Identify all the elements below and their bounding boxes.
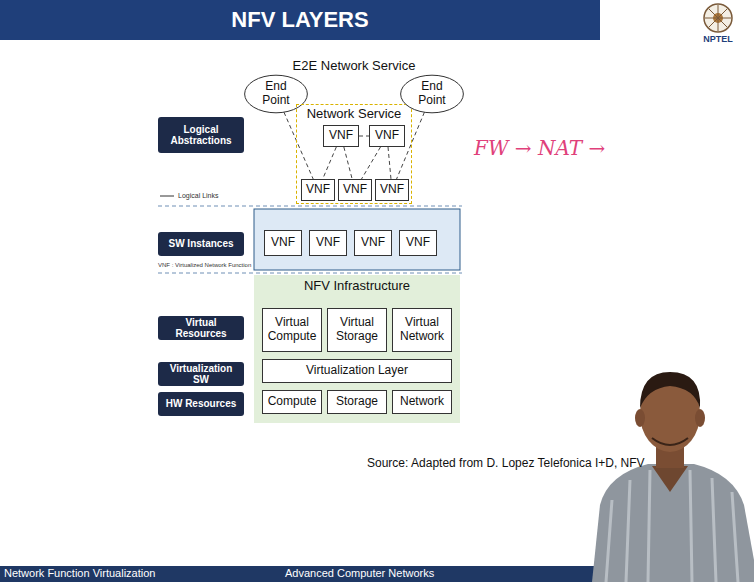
shirt bbox=[592, 464, 754, 582]
sw-band bbox=[254, 209, 460, 270]
layer-separator bbox=[158, 206, 462, 207]
node-text: Virtual Network bbox=[396, 316, 448, 344]
layer-label: HW Resources bbox=[158, 392, 244, 416]
source-caption: Source: Adapted from D. Lopez Telefonica… bbox=[367, 456, 645, 470]
node-text: Storage bbox=[336, 395, 378, 409]
title-bar bbox=[0, 0, 600, 40]
layer-label: SW Instances bbox=[158, 232, 244, 256]
node-text: SW Instances bbox=[168, 238, 233, 250]
node-text: VNF bbox=[375, 129, 399, 143]
vnf-box: VNF bbox=[375, 179, 409, 201]
node-text: NFV Infrastructure bbox=[254, 279, 460, 294]
vnf-box: VNF bbox=[338, 179, 372, 201]
beard bbox=[652, 438, 688, 445]
node-text: VNF bbox=[406, 236, 430, 250]
node-text: Virtualization Layer bbox=[306, 364, 408, 378]
layer-label: Virtual Resources bbox=[158, 316, 244, 340]
node-text: VNF bbox=[361, 236, 385, 250]
end-point-ellipse: End Point bbox=[400, 74, 464, 114]
ellipse-shape bbox=[245, 75, 308, 113]
neck bbox=[652, 466, 688, 492]
logical-link bbox=[323, 147, 337, 179]
vnf-box: VNF bbox=[369, 125, 405, 147]
node-text: VNF bbox=[329, 129, 353, 143]
layer-label: Logical Abstractions bbox=[158, 117, 244, 153]
node-text: Network Service bbox=[297, 107, 411, 122]
node-text: HW Resources bbox=[166, 398, 237, 410]
vnf-box: VNF bbox=[309, 230, 347, 256]
logo-text: NPTEL bbox=[698, 34, 738, 44]
footnote-text: VNF : Virtualized Network Function bbox=[158, 262, 251, 268]
vnf-box: VNF bbox=[301, 179, 335, 201]
infrastructure-band: Virtual Compute Virtual Storage Virtual Ne… bbox=[254, 275, 460, 423]
footer-text: Advanced Computer Networks bbox=[285, 567, 434, 579]
node-text: VNF bbox=[271, 236, 295, 250]
nptel-logo bbox=[704, 4, 732, 32]
ear bbox=[635, 409, 645, 427]
footer-bar bbox=[0, 566, 600, 582]
vnf-box: VNF bbox=[399, 230, 437, 256]
node-text: VNF bbox=[343, 183, 367, 197]
logical-link bbox=[388, 147, 391, 179]
resource-box: Virtual Storage bbox=[327, 308, 387, 352]
presenter-photo bbox=[592, 372, 754, 582]
node-text: VNF bbox=[380, 183, 404, 197]
network-service-box: VNF VNF VNF VNF VNF Network Service bbox=[296, 104, 412, 204]
footer-text: Network Function Virtualization bbox=[4, 567, 155, 579]
vnf-box: VNF bbox=[323, 125, 359, 147]
ellipse-shape bbox=[401, 75, 464, 113]
node-text: End Point bbox=[412, 80, 452, 108]
node-text: Logical Abstractions bbox=[162, 124, 240, 147]
hair bbox=[640, 372, 700, 408]
node-text: Network bbox=[400, 395, 444, 409]
node-text: Virtual Storage bbox=[331, 316, 383, 344]
diagram-heading: E2E Network Service bbox=[292, 58, 416, 73]
logical-link bbox=[284, 112, 313, 179]
vnf-box: VNF bbox=[354, 230, 392, 256]
node-text: Compute bbox=[268, 395, 317, 409]
node-text: Virtualization SW bbox=[162, 363, 240, 386]
node-text: Virtual Resources bbox=[162, 317, 240, 340]
resource-box: Storage bbox=[327, 390, 387, 414]
resource-box: Virtual Compute bbox=[262, 308, 322, 352]
legend-line bbox=[160, 196, 174, 197]
node-text: End Point bbox=[256, 80, 296, 108]
logical-link bbox=[359, 136, 369, 137]
logical-link bbox=[362, 147, 381, 179]
node-text: VNF bbox=[306, 183, 330, 197]
resource-box: Virtual Network bbox=[392, 308, 452, 352]
vnf-box: VNF bbox=[264, 230, 302, 256]
logo-spokes bbox=[705, 5, 731, 31]
resource-box: Virtualization Layer bbox=[262, 359, 452, 383]
layer-label: Virtualization SW bbox=[158, 362, 244, 386]
node-text: Virtual Compute bbox=[266, 316, 318, 344]
ear bbox=[695, 409, 705, 427]
logical-link bbox=[344, 147, 352, 179]
end-point-ellipse: End Point bbox=[244, 74, 308, 114]
handwritten-note: FW → NAT → bbox=[474, 136, 605, 160]
logo-circle bbox=[704, 4, 732, 32]
slide-title: NFV LAYERS bbox=[0, 7, 600, 33]
layer-separator bbox=[158, 273, 462, 274]
resource-box: Compute bbox=[262, 390, 322, 414]
legend-text: Logical Links bbox=[178, 192, 218, 199]
node-text: VNF bbox=[316, 236, 340, 250]
resource-box: Network bbox=[392, 390, 452, 414]
